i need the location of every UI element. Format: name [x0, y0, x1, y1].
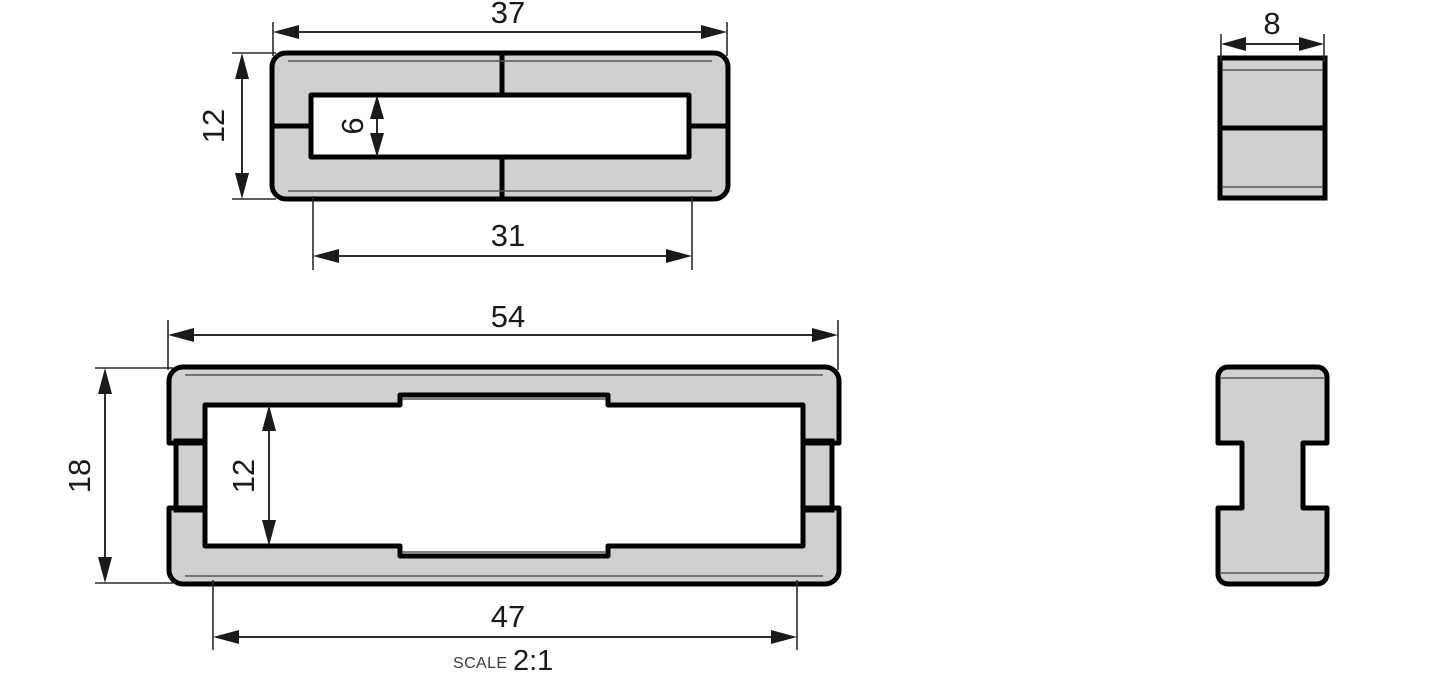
scale-note: SCALE 2:1 — [453, 645, 553, 677]
bottom-side-view — [1215, 364, 1330, 587]
dim-18-arrow-up — [98, 368, 112, 394]
dim-12-top-arrow-down — [235, 173, 249, 199]
top-front-view — [269, 50, 731, 202]
bottom-view-left-web — [173, 438, 208, 513]
dimension-47: 47 — [212, 580, 798, 650]
dimension-8: 8 — [1220, 6, 1325, 62]
bottom-view-lower-band — [166, 505, 842, 587]
dimension-31: 31 — [312, 196, 693, 270]
dimension-12-top: 12 — [196, 52, 276, 200]
dim-54-arrow-right — [812, 328, 838, 342]
dim-12-bottom-label: 12 — [226, 459, 261, 493]
dim-54-arrow-left — [168, 328, 194, 342]
dimension-54: 54 — [167, 299, 839, 370]
dimension-12-bottom: 12 — [226, 405, 276, 546]
dim-31-label: 31 — [491, 218, 525, 253]
dim-6-label: 6 — [335, 117, 370, 134]
dim-47-arrow-left — [213, 630, 239, 644]
dim-12-top-label: 12 — [196, 109, 231, 143]
dim-37-label: 37 — [491, 0, 525, 30]
scale-prefix-label: SCALE — [453, 655, 507, 672]
dim-12-top-arrow-up — [235, 53, 249, 79]
dim-12-bottom-arrow-down — [262, 520, 276, 546]
dim-12-bottom-arrow-up — [262, 405, 276, 431]
dim-6-arrow-down — [370, 133, 384, 157]
dimension-18: 18 — [62, 367, 173, 584]
dim-18-arrow-down — [98, 557, 112, 583]
top-side-view — [1217, 55, 1328, 201]
dim-31-arrow-right — [666, 249, 692, 263]
dim-37-arrow-right — [701, 25, 727, 39]
dim-8-arrow-left — [1221, 37, 1246, 51]
bottom-view-upper-band — [166, 364, 842, 446]
dim-31-arrow-left — [313, 249, 339, 263]
scale-value-label: 2:1 — [513, 645, 553, 677]
dim-6-arrow-up — [370, 95, 384, 119]
dim-18-label: 18 — [62, 459, 97, 493]
dimension-37: 37 — [272, 0, 728, 56]
bottom-side-view-body — [1215, 364, 1330, 587]
dim-54-label: 54 — [491, 299, 525, 334]
bottom-view-right-web — [800, 438, 835, 513]
dimension-6: 6 — [335, 95, 384, 157]
dim-47-label: 47 — [491, 599, 525, 634]
dim-47-arrow-right — [771, 630, 797, 644]
dim-37-arrow-left — [273, 25, 299, 39]
dim-8-label: 8 — [1263, 6, 1280, 41]
bottom-front-view — [166, 364, 842, 587]
dim-8-arrow-right — [1299, 37, 1324, 51]
